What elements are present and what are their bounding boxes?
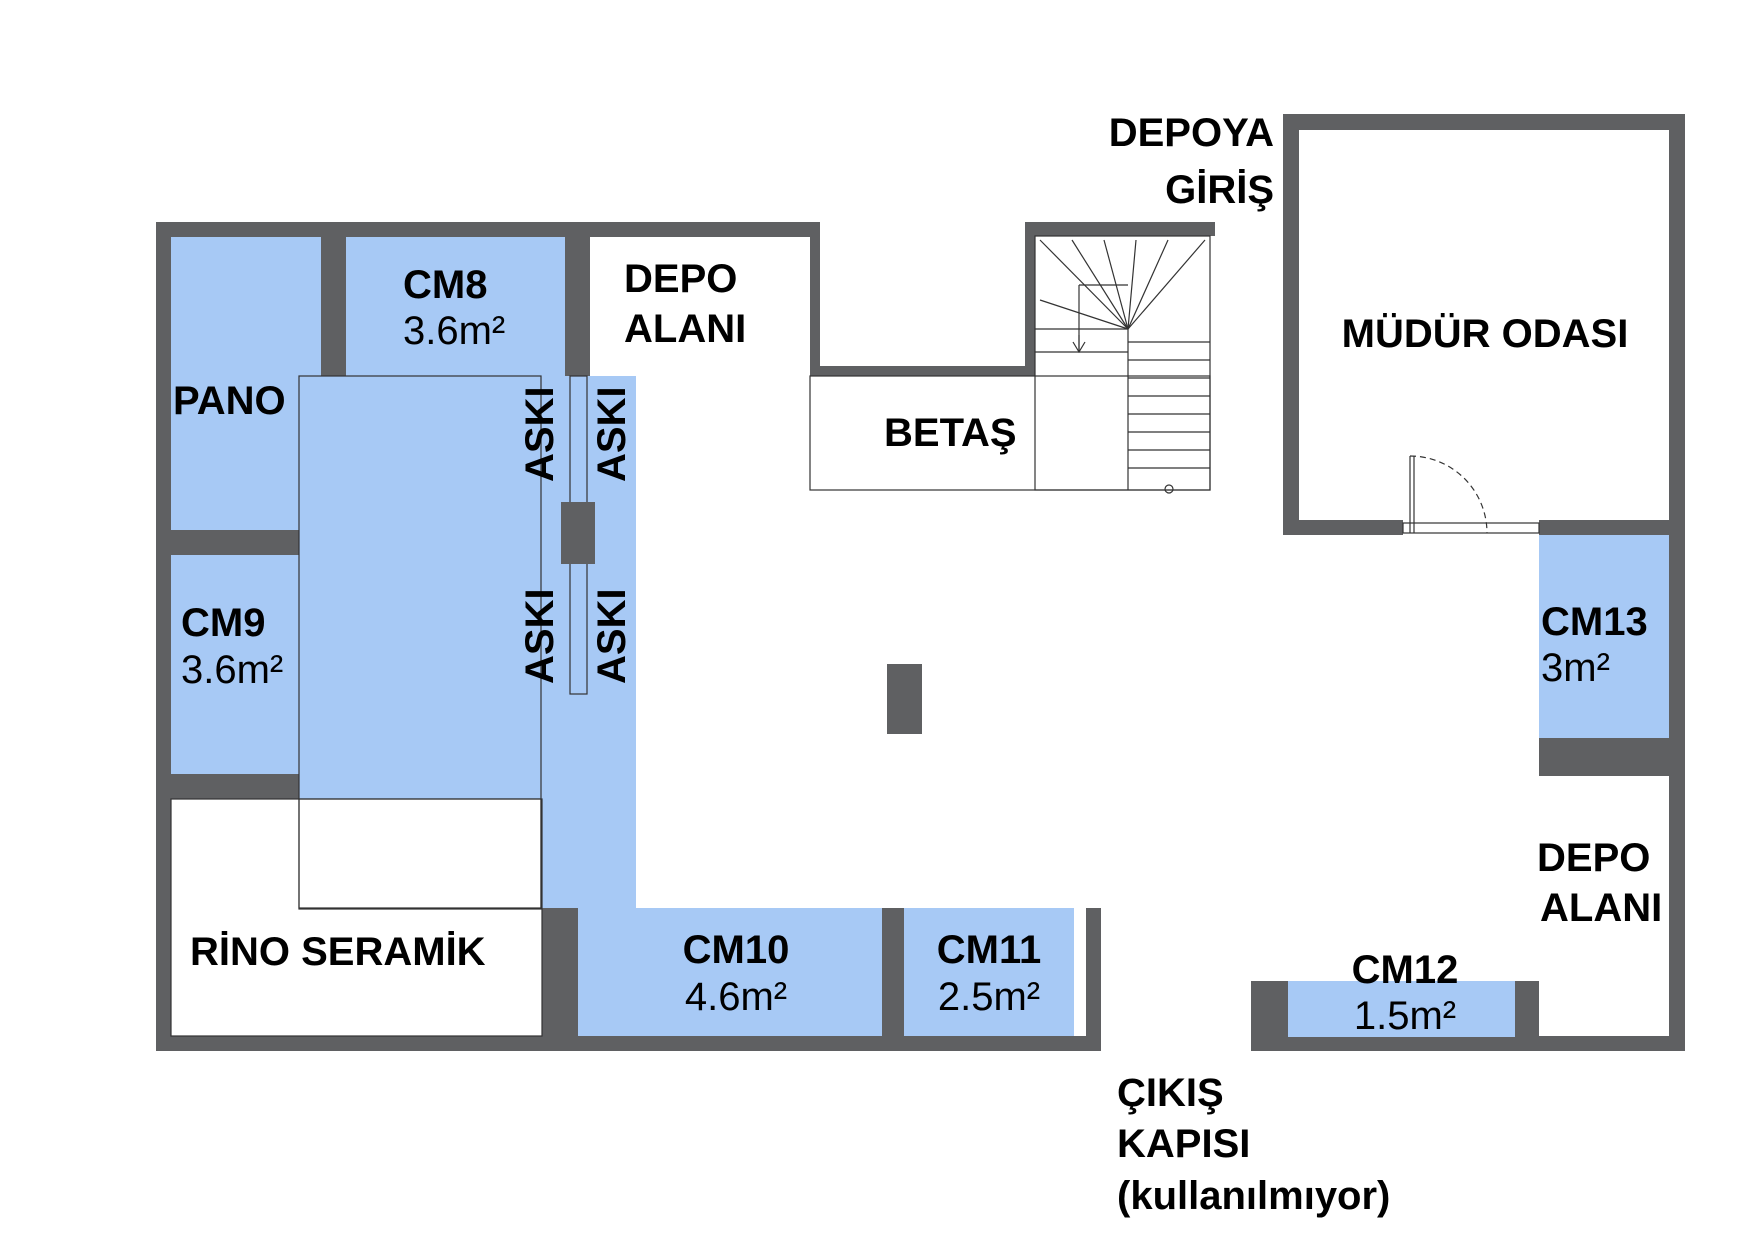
wall-notch-bottom bbox=[810, 366, 1035, 376]
cm8-area: 3.6m² bbox=[403, 309, 505, 353]
cikis-kapisi-line1: ÇIKIŞ bbox=[1117, 1071, 1224, 1115]
wall-cm10-cm11 bbox=[882, 908, 904, 1036]
cm10-name: CM10 bbox=[683, 928, 790, 972]
cm13-name: CM13 bbox=[1541, 600, 1648, 644]
aski-label-2: ASKI bbox=[590, 386, 634, 482]
cm8-name: CM8 bbox=[403, 263, 487, 307]
depoya-giris-line2: GİRİŞ bbox=[1165, 168, 1274, 212]
cm13-area: 3m² bbox=[1541, 646, 1610, 690]
wall-cm8-depo bbox=[565, 237, 590, 376]
cm12-name: CM12 bbox=[1352, 948, 1459, 992]
column-center bbox=[887, 664, 922, 734]
cikis-kapisi-line2: KAPISI bbox=[1117, 1122, 1250, 1166]
room-rino-seramik bbox=[171, 799, 542, 1036]
betas-label: BETAŞ bbox=[884, 411, 1017, 455]
staircase bbox=[1034, 235, 1211, 494]
rino-seramik-label: RİNO SERAMİK bbox=[190, 930, 486, 974]
wall-mudur-bottom-left bbox=[1283, 520, 1403, 535]
rino-outline bbox=[170, 798, 543, 1037]
wall-stair-left bbox=[1025, 222, 1035, 376]
wall-cm9-rino bbox=[171, 774, 299, 799]
aski-label-3: ASKI bbox=[518, 588, 562, 684]
room-depo-alani-right bbox=[1539, 776, 1669, 1036]
wall-right bbox=[1669, 114, 1685, 1051]
mudur-door bbox=[1402, 455, 1540, 534]
wall-cm13-depo bbox=[1539, 738, 1669, 776]
room-cm11 bbox=[904, 908, 1074, 1036]
depo-alani-right-line1: DEPO bbox=[1537, 836, 1650, 880]
column-left-top bbox=[561, 502, 595, 564]
pano-label: PANO bbox=[173, 379, 286, 423]
mudur-odasi-label: MÜDÜR ODASI bbox=[1342, 311, 1629, 356]
wall-cm12-depo bbox=[1515, 981, 1539, 1051]
room-cm10 bbox=[578, 908, 882, 1036]
depo-alani-right-line2: ALANI bbox=[1540, 886, 1662, 930]
depoya-giris-line1: DEPOYA bbox=[1109, 111, 1274, 155]
wall-bottom-left bbox=[156, 1036, 1101, 1051]
depo-alani-top-line2: ALANI bbox=[624, 307, 746, 351]
room-cm12 bbox=[1288, 981, 1515, 1037]
room-depo-alani-top bbox=[590, 237, 810, 376]
room-mudur-odasi bbox=[1299, 130, 1669, 520]
cm11-area: 2.5m² bbox=[938, 975, 1040, 1019]
room-cm9 bbox=[171, 555, 299, 774]
wall-cm11-right bbox=[1086, 908, 1101, 1051]
room-pano bbox=[171, 237, 321, 530]
stair-outline bbox=[1034, 235, 1211, 491]
wall-mudur-top bbox=[1283, 114, 1685, 130]
wall-stair-top bbox=[1025, 222, 1215, 236]
room-cm13 bbox=[1539, 535, 1669, 738]
aski-frame bbox=[298, 375, 542, 909]
wall-mudur-bottom-right bbox=[1539, 520, 1685, 535]
cm11-name: CM11 bbox=[937, 928, 1042, 972]
wall-depo-right bbox=[810, 222, 820, 376]
cm12-area: 1.5m² bbox=[1354, 994, 1456, 1038]
cm10-area: 4.6m² bbox=[685, 975, 787, 1019]
cm9-name: CM9 bbox=[181, 601, 265, 645]
aski-label-4: ASKI bbox=[590, 588, 634, 684]
cikis-kapisi-line3: (kullanılmıyor) bbox=[1117, 1174, 1390, 1218]
wall-rino-cm10 bbox=[542, 908, 578, 1036]
depo-alani-top-line1: DEPO bbox=[624, 257, 737, 301]
wall-top-left bbox=[156, 222, 820, 237]
wall-pano-cm8 bbox=[321, 237, 346, 376]
room-cm8 bbox=[346, 237, 565, 376]
cm9-area: 3.6m² bbox=[181, 648, 283, 692]
labels: DEPOYA GİRİŞ PANO CM8 3.6m² DEPO ALANI B… bbox=[173, 111, 1662, 1218]
wall-pano-cm9 bbox=[171, 530, 299, 555]
wall-mudur-left bbox=[1283, 114, 1299, 535]
aski-label-1: ASKI bbox=[518, 386, 562, 482]
outlines bbox=[170, 375, 1211, 1037]
wall-left bbox=[156, 222, 171, 1051]
